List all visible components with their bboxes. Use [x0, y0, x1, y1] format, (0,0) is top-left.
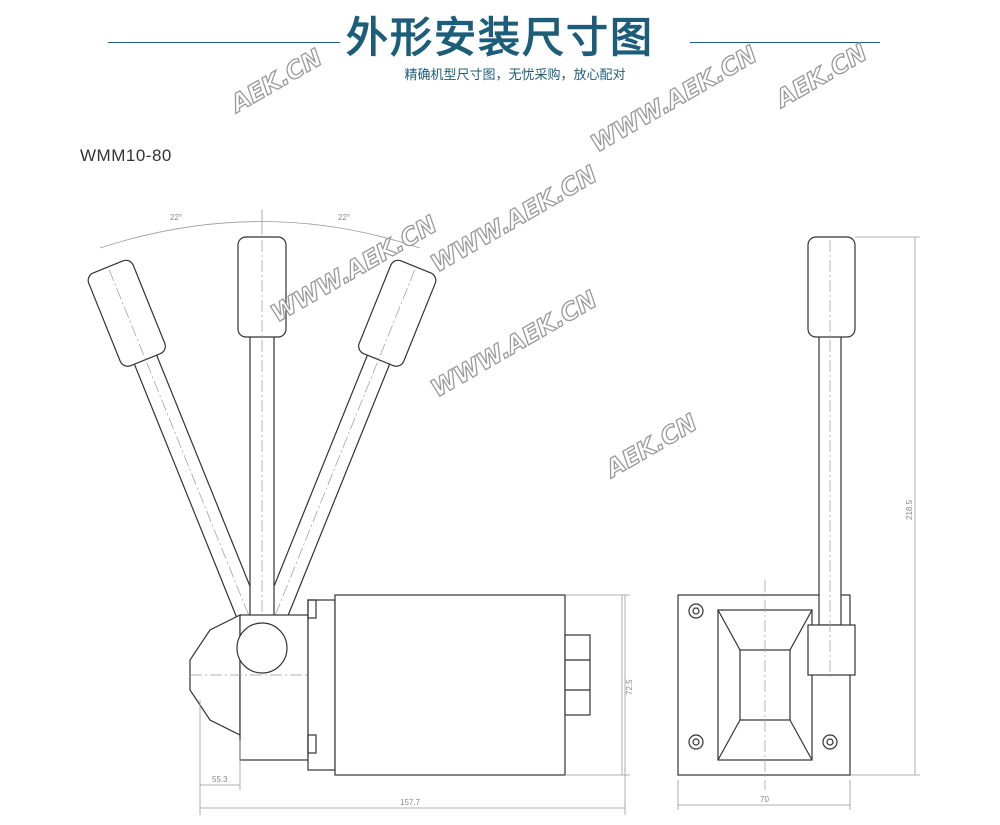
dim-pivot-offset: 55.3 — [212, 775, 228, 784]
valve-cylinder — [334, 594, 566, 776]
lever-right — [258, 259, 437, 649]
model-label: WMM10-80 — [80, 146, 172, 165]
page-subtitle: 精确机型尺寸图，无忧采购，放心配对 — [404, 68, 626, 83]
page-title: 外形安装尺寸图 — [345, 13, 654, 62]
side-lever — [807, 236, 856, 680]
dimension-lines — [199, 236, 920, 815]
dim-total-height: 218.5 — [905, 499, 914, 520]
end-nut — [564, 634, 591, 716]
pivot — [236, 622, 288, 674]
angle-arc — [99, 221, 421, 249]
title-rule-left — [108, 42, 340, 43]
angle-right-label: 22° — [338, 213, 350, 222]
flange — [307, 599, 336, 771]
angle-left-label: 22° — [170, 213, 182, 222]
dim-total-length: 157.7 — [400, 798, 421, 807]
title-rule-right — [690, 42, 880, 43]
dim-body-height: 72.5 — [625, 679, 634, 695]
dim-side-width: 70 — [760, 795, 769, 804]
